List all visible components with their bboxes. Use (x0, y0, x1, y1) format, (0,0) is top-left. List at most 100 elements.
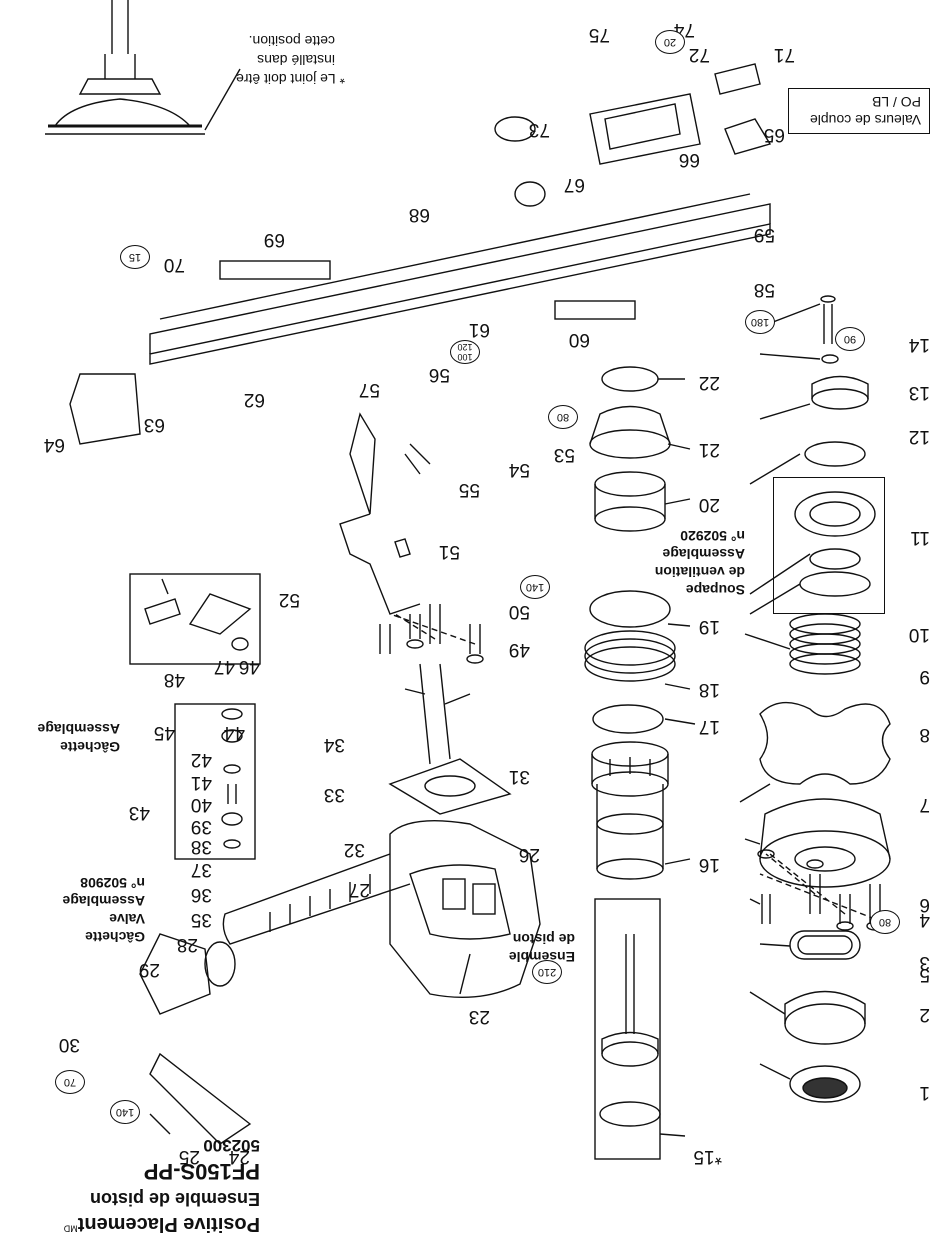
part-49-50-screws (379, 604, 484, 664)
callout-24: 24 (228, 1146, 250, 1167)
callout-56: 56 (428, 364, 450, 385)
callout-71: 71 (773, 44, 795, 65)
callout-35: 35 (190, 909, 212, 930)
callout-43: 43 (128, 802, 150, 823)
callout-42: 42 (190, 749, 212, 770)
callout-57: 57 (358, 379, 380, 400)
callout-37: 37 (190, 859, 212, 880)
part-8-spring (744, 613, 861, 675)
trigger-valve-box (174, 703, 256, 860)
part-31-head (388, 663, 512, 815)
part-72-canister (589, 93, 701, 165)
callout-60: 60 (568, 329, 590, 350)
trigger-assembly-label-2: Assemblage (37, 721, 120, 737)
note-leader (204, 68, 241, 131)
torque-box-line1: Valeurs de couple (809, 112, 921, 128)
callout-50: 50 (508, 601, 530, 622)
gasket-note-line3: cette position. (248, 33, 335, 49)
part-6-cylinder-cap (744, 798, 891, 888)
trigger-valve-label-2: Valve (109, 911, 145, 927)
part-60-label (554, 300, 636, 320)
callout-21: 21 (698, 439, 720, 460)
callout-75: 75 (588, 24, 610, 45)
torque-4: 80 (870, 910, 900, 934)
callout-68: 68 (408, 204, 430, 225)
callout-7: 7 (919, 794, 930, 815)
callout-51: 51 (438, 541, 460, 562)
exhaust-valve-box (773, 477, 885, 614)
torque-61: 100 120 (450, 340, 480, 364)
piston-assembly-label-2: de piston (512, 931, 575, 947)
torque-values-box: Valeurs de couple PO / LB (788, 88, 930, 134)
callout-66: 66 (678, 149, 700, 170)
torque-53: 80 (548, 405, 578, 429)
torque-30: 70 (55, 1070, 85, 1094)
exhaust-valve-label-3: Assemblage (662, 546, 745, 562)
callout-22: 22 (698, 372, 720, 393)
callout-58: 58 (753, 279, 775, 300)
part-52-trigger-lever (339, 412, 431, 615)
callout-47: 47 (213, 656, 235, 677)
torque-58: 180 (745, 310, 775, 334)
callout-5: 5 (919, 964, 930, 985)
callout-32: 32 (343, 839, 365, 860)
callout-48: 48 (163, 669, 185, 690)
part-23-body (222, 820, 541, 998)
torque-box-line2: PO / LB (871, 94, 921, 110)
trigger-assembly-label-1: Gâchette (60, 739, 120, 755)
part-28-29-handle-cap (139, 933, 236, 1015)
callout-17: 17 (698, 716, 720, 737)
callout-69: 69 (263, 229, 285, 250)
trigger-assembly-box (129, 573, 261, 665)
part-65-latch (724, 118, 772, 155)
callout-30: 30 (58, 1034, 80, 1055)
callout-14: 14 (908, 334, 930, 355)
trigger-valve-label-4: n° 502908 (80, 875, 145, 891)
part-64-end-block (69, 373, 141, 445)
gasket-note-line2: installé dans (257, 52, 335, 68)
exhaust-valve-label-2: de ventilation (654, 564, 745, 580)
trigger-valve-parts (221, 708, 243, 849)
callout-38: 38 (190, 836, 212, 857)
callout-62: 62 (243, 389, 265, 410)
torque-74: 20 (655, 30, 685, 54)
callout-28: 28 (176, 934, 198, 955)
callout-52: 52 (278, 589, 300, 610)
callout-8: 8 (919, 724, 930, 745)
callout-65: 65 (763, 124, 785, 145)
part-2-nosepiece (749, 990, 866, 1045)
callout-16: 16 (698, 854, 720, 875)
callout-55: 55 (458, 479, 480, 500)
callout-25: 25 (178, 1146, 200, 1167)
callout-1: 1 (919, 1082, 930, 1103)
torque-70: 15 (120, 245, 150, 269)
part-3-gasket (759, 930, 861, 960)
callout-20: 20 (698, 494, 720, 515)
callout-63: 63 (143, 414, 165, 435)
callout-36: 36 (190, 884, 212, 905)
callout-34: 34 (323, 734, 345, 755)
callout-45: 45 (153, 722, 175, 743)
callout-53: 53 (553, 444, 575, 465)
callout-41: 41 (190, 772, 212, 793)
callout-27: 27 (348, 879, 370, 900)
part-71-latch (714, 63, 761, 95)
callout-54: 54 (508, 459, 530, 480)
part-62-magazine-rail (149, 193, 771, 365)
part-1-cap (759, 1063, 861, 1103)
callout-72: 72 (688, 44, 710, 65)
torque-15: 210 (532, 960, 562, 984)
callout-6: 6 (919, 894, 930, 915)
callout-44: 44 (223, 722, 245, 743)
callout-67: 67 (563, 174, 585, 195)
trigger-parts (144, 578, 252, 651)
title-line1: Positive PlacementMD (63, 1213, 260, 1235)
callout-46: 46 (238, 656, 260, 677)
callout-59: 59 (753, 224, 775, 245)
part-67-roller (514, 181, 546, 207)
callout-13: 13 (908, 382, 930, 403)
trigger-valve-label-3: Assemblage (62, 893, 145, 909)
callout-11: 11 (910, 527, 930, 548)
